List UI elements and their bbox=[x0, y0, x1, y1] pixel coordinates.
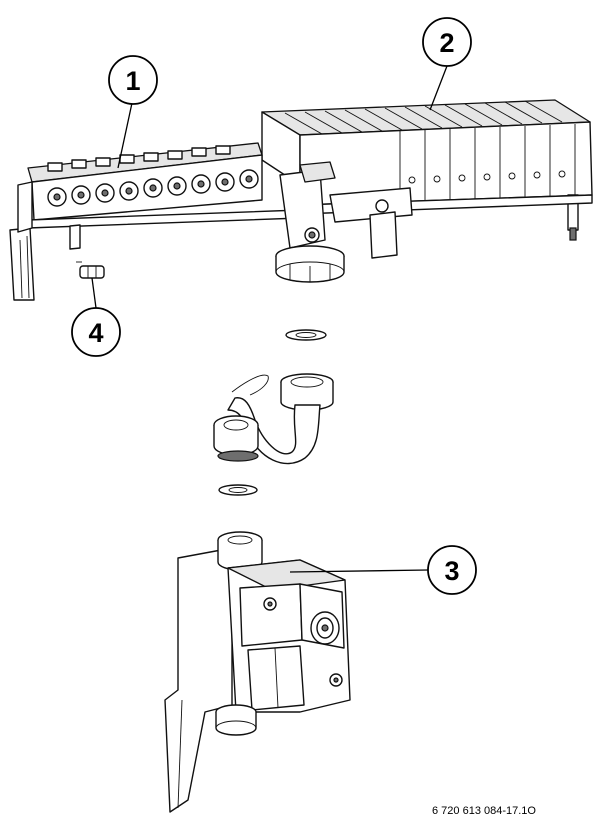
callout-2: 2 bbox=[422, 17, 472, 67]
leader-3 bbox=[289, 569, 429, 573]
manifold-nozzles bbox=[47, 169, 259, 207]
gas-valve-assembly bbox=[164, 531, 351, 813]
callout-label-2: 2 bbox=[439, 28, 454, 58]
gas-connection-block bbox=[275, 161, 413, 283]
manifold-top-caps bbox=[47, 145, 231, 172]
callout-label-1: 1 bbox=[125, 66, 140, 96]
callout-1: 1 bbox=[108, 55, 158, 105]
burner-blades bbox=[284, 100, 563, 135]
burner-assembly bbox=[261, 99, 593, 241]
leader-1 bbox=[117, 102, 133, 169]
burner-injector-holes bbox=[408, 170, 566, 184]
upper-seal bbox=[285, 329, 327, 341]
callout-4: 4 bbox=[71, 307, 121, 357]
leader-4 bbox=[91, 277, 97, 309]
bent-gas-pipe bbox=[213, 373, 334, 465]
burner-front-slats bbox=[399, 124, 576, 202]
leader-lines bbox=[91, 65, 448, 573]
manifold-assembly bbox=[9, 142, 301, 301]
leader-2 bbox=[429, 65, 448, 111]
figure-code: 6 720 613 084-17.1O bbox=[432, 805, 536, 817]
callout-label-4: 4 bbox=[88, 318, 103, 348]
lower-seal bbox=[218, 484, 258, 496]
callout-label-3: 3 bbox=[444, 556, 459, 586]
callout-3: 3 bbox=[427, 545, 477, 595]
injector-nozzle-part bbox=[76, 261, 105, 279]
